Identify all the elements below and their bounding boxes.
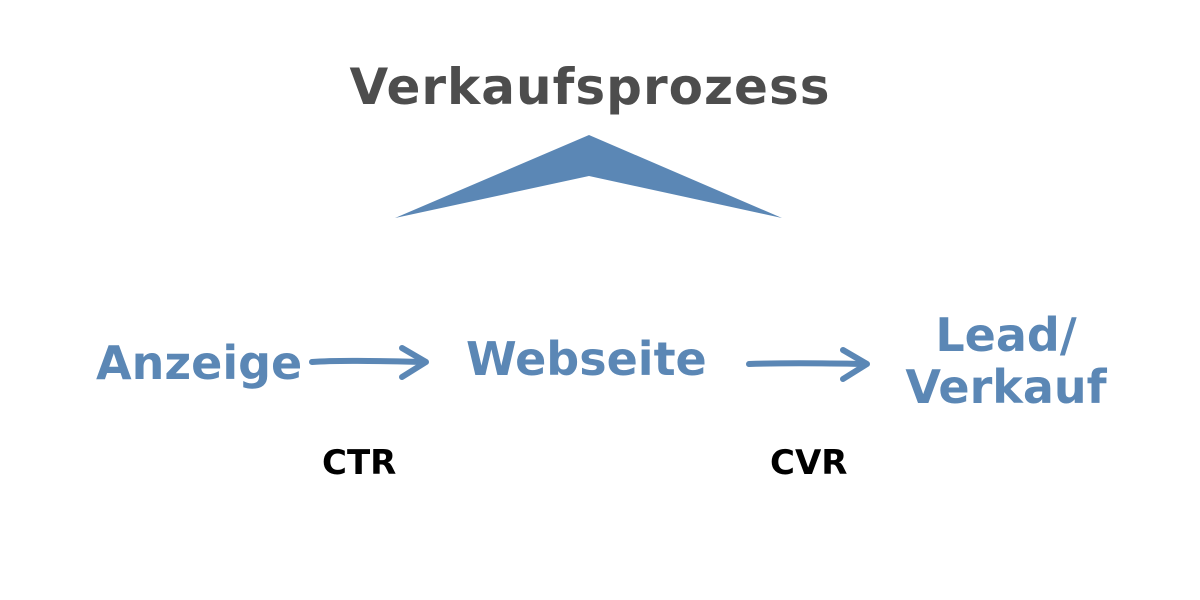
diagram-title: Verkaufsprozess — [349, 58, 831, 116]
stage-lead-verkauf: Lead/ Verkauf — [896, 308, 1116, 414]
stage-anzeige: Anzeige — [96, 336, 303, 390]
arrow-right-icon — [309, 345, 429, 380]
stage-lead-line: Lead/ — [935, 308, 1077, 362]
arrow-right-icon — [746, 347, 870, 382]
metric-cvr: CVR — [770, 443, 848, 483]
stage-verkauf-line: Verkauf — [905, 359, 1107, 414]
metric-ctr: CTR — [322, 443, 397, 483]
stage-webseite: Webseite — [466, 332, 707, 386]
